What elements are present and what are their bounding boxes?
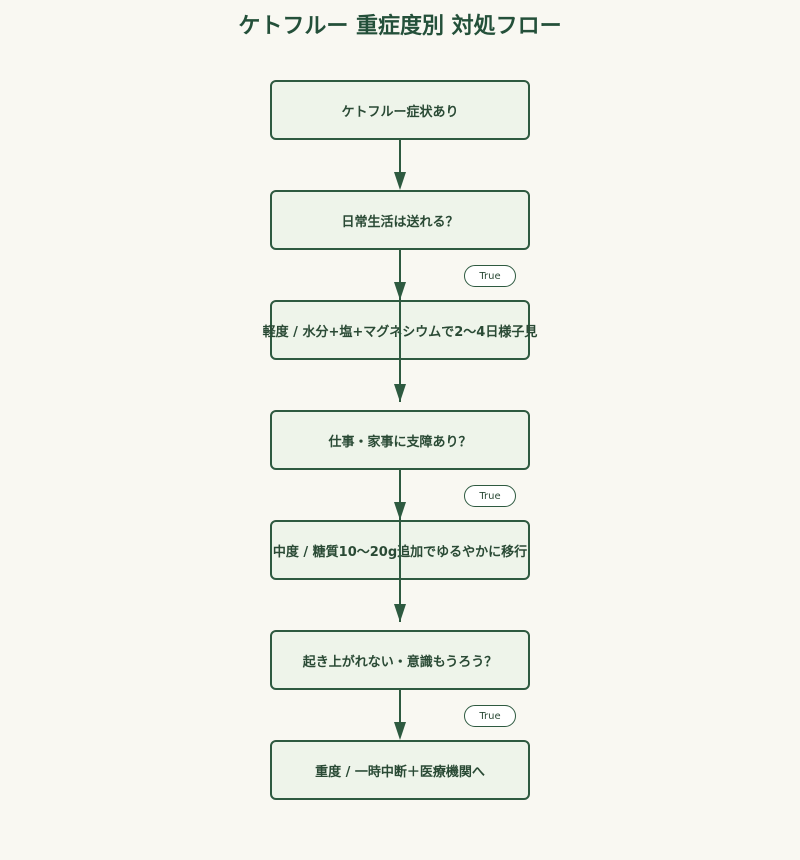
edge-symptoms-to-daily bbox=[394, 140, 406, 190]
edge-daily-to-mild bbox=[394, 250, 406, 300]
node-daily-life-question: 日常生活は送れる？ bbox=[270, 190, 530, 250]
edge-work-to-moderate-arrowhead bbox=[394, 502, 406, 520]
edge-symptoms-to-daily-arrowhead bbox=[394, 172, 406, 190]
node-keto-flu-symptoms: ケトフルー症状あり bbox=[270, 80, 530, 140]
node-moderate-action: 中度 / 糖質10〜20g追加でゆるやかに移行 bbox=[270, 520, 530, 580]
node-severe-symptom-question: 起き上がれない・意識もうろう？ bbox=[270, 630, 530, 690]
diagram-title: ケトフルー 重症度別 対処フロー bbox=[238, 14, 562, 39]
edge-work-to-moderate bbox=[394, 470, 406, 520]
node-severe-action: 重度 / 一時中断＋医療機関へ bbox=[270, 740, 530, 800]
edge-severe-to-action-arrowhead bbox=[394, 722, 406, 740]
edge-label-daily-to-mild: True bbox=[464, 265, 516, 287]
edge-label-work-to-moderate: True bbox=[464, 485, 516, 507]
edge-label-severe-to-action: True bbox=[464, 705, 516, 727]
node-mild-action: 軽度 / 水分+塩+マグネシウムで2〜4日様子見 bbox=[263, 300, 537, 360]
edge-daily-to-mild-arrowhead bbox=[394, 282, 406, 300]
edge-severe-to-action bbox=[394, 690, 406, 740]
node-work-impact-question: 仕事・家事に支障あり？ bbox=[270, 410, 530, 470]
